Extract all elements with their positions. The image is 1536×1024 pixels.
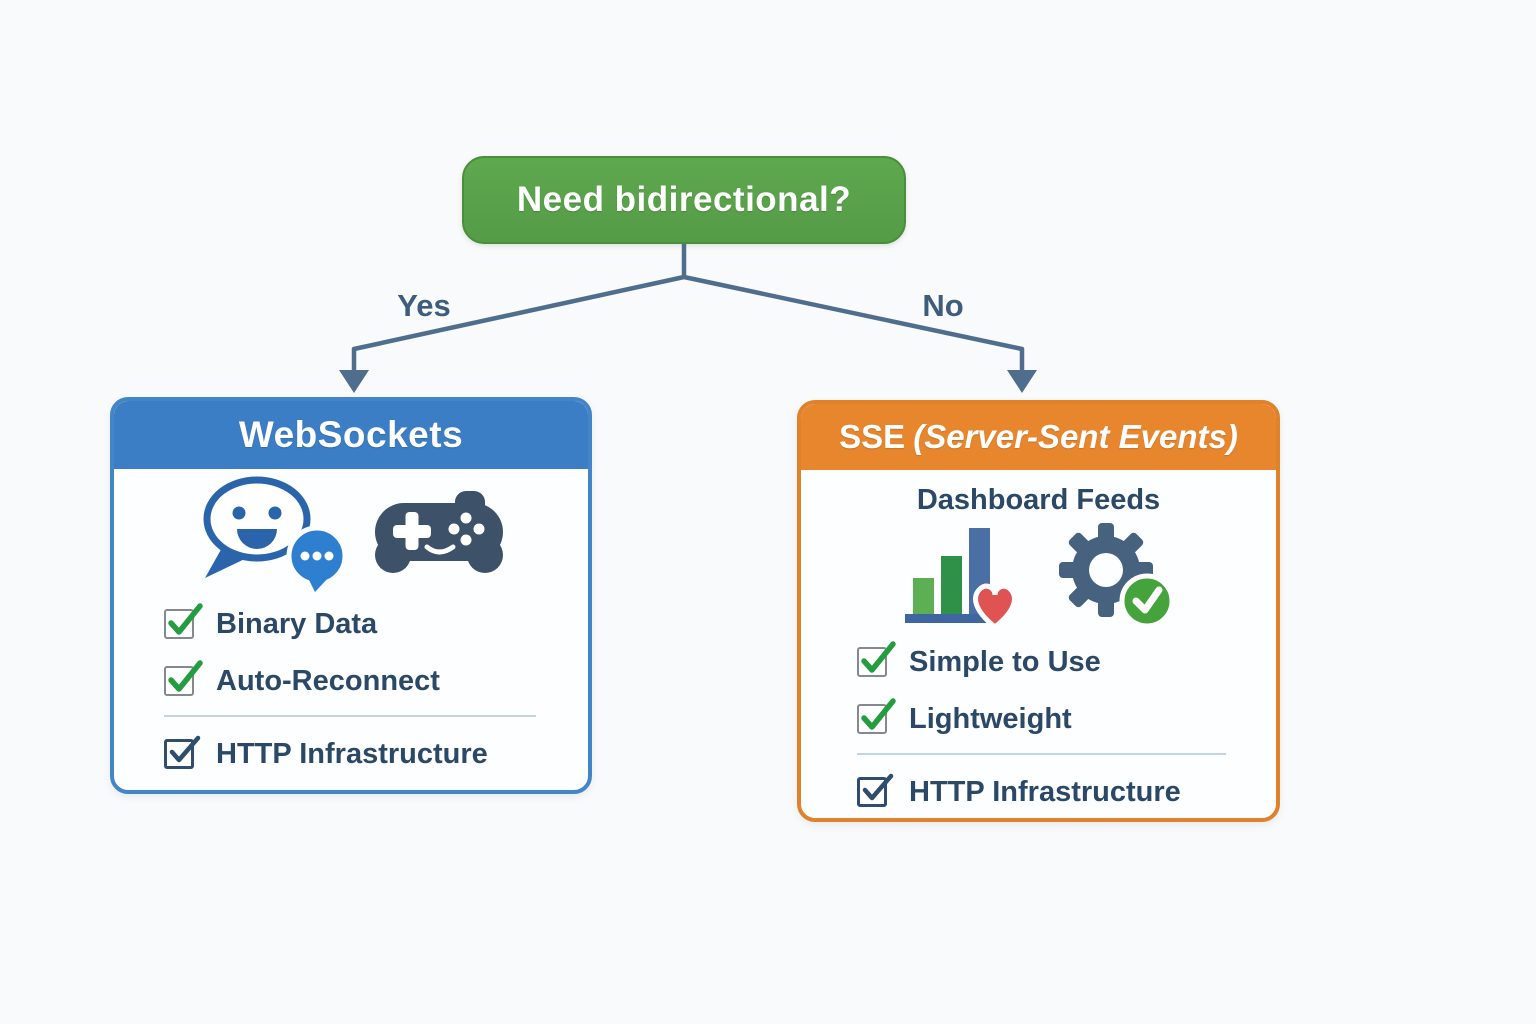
check-item-label: Lightweight <box>909 702 1072 735</box>
sse-checklist: Simple to Use Lightweight HTTP Infrastru… <box>801 639 1276 815</box>
decision-box: Need bidirectional? <box>462 156 906 244</box>
checkbox-navy-check-icon <box>857 773 894 807</box>
sse-card-title: SSE(Server-Sent Events) <box>839 418 1238 456</box>
sse-card: SSE(Server-Sent Events) Dashboard Feeds <box>797 400 1280 822</box>
checkbox-green-check-icon <box>857 698 896 734</box>
sse-title-paren: (Server-Sent Events) <box>913 418 1238 455</box>
checkbox-green-check-icon <box>164 660 203 696</box>
checkbox-navy-check-icon <box>164 735 201 769</box>
check-item-label: HTTP Infrastructure <box>216 737 488 770</box>
no-branch-label: No <box>922 288 964 323</box>
checklist-divider <box>164 715 536 717</box>
check-item-lightweight: Lightweight <box>857 696 1276 742</box>
check-item-label: Binary Data <box>216 607 378 640</box>
websockets-icons-row <box>114 476 588 592</box>
no-arrowhead-icon <box>1007 370 1037 393</box>
checkbox-green-check-icon <box>164 603 203 639</box>
checkbox-green-check-icon <box>857 641 896 677</box>
check-item-label: HTTP Infrastructure <box>909 775 1181 808</box>
check-item-auto-reconnect: Auto-Reconnect <box>164 658 588 704</box>
bar-chart-heart-icon <box>904 528 1017 631</box>
check-item-http-infrastructure: HTTP Infrastructure <box>164 731 588 777</box>
game-controller-icon <box>375 491 503 573</box>
gear-check-icon <box>1058 523 1174 629</box>
check-item-label: Simple to Use <box>909 645 1101 678</box>
decision-question: Need bidirectional? <box>516 180 852 219</box>
dashboard-feeds-subtitle: Dashboard Feeds <box>916 484 1161 516</box>
websockets-card-title: WebSockets <box>238 414 464 455</box>
check-item-label: Auto-Reconnect <box>216 664 440 697</box>
check-item-simple-to-use: Simple to Use <box>857 639 1276 685</box>
websockets-checklist: Binary Data Auto-Reconnect HTTP Infrastr… <box>114 601 588 777</box>
sse-title-main: SSE <box>839 418 906 455</box>
websockets-card-header: WebSockets <box>114 401 588 469</box>
yes-arrowhead-icon <box>339 370 369 393</box>
check-item-http-infrastructure: HTTP Infrastructure <box>857 769 1276 815</box>
sse-card-header: SSE(Server-Sent Events) <box>801 404 1276 470</box>
check-item-binary-data: Binary Data <box>164 601 588 647</box>
websockets-card: WebSockets <box>110 397 592 794</box>
sse-icons-row <box>801 523 1276 631</box>
chat-bubbles-icon <box>203 476 348 592</box>
checklist-divider <box>857 753 1226 755</box>
yes-branch-label: Yes <box>397 288 451 323</box>
